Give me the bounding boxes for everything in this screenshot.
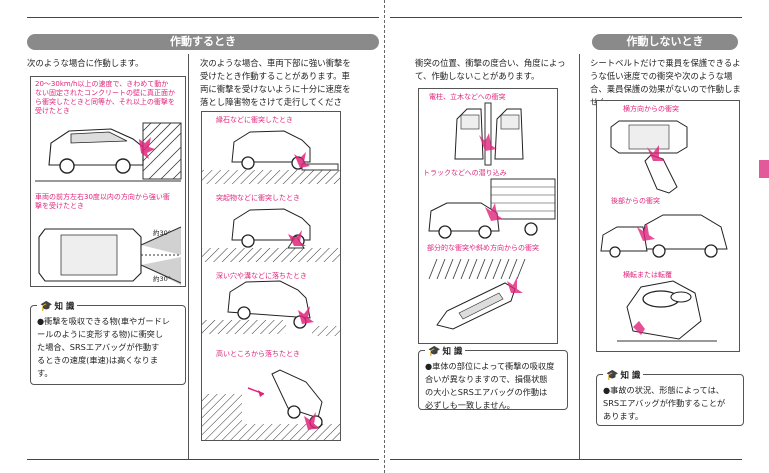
caption-frontal-wall: 20～30km/h以上の速度で、きわめて動かない固定されたコンクリートの壁に真正…	[35, 80, 175, 115]
figure-non-activation-left: 電柱、立木などへの衝突 トラックなどへの潜り込み 部分的な衝突や斜め方向からの衝…	[418, 88, 558, 344]
figure-frontal-collision: 20～30km/h以上の速度で、きわめて動かない固定されたコンクリートの壁に真正…	[30, 76, 186, 287]
graduation-cap-icon: 🎓	[606, 369, 619, 381]
note-box-right-left: 🎓 知 識 ●車体の部位によって衝撃の吸収度 合いが異なりますので、損傷状態 の…	[418, 345, 568, 410]
scenario-label-protrusion: 突起物などに衝突したとき	[216, 194, 300, 202]
graduation-cap-icon: 🎓	[40, 300, 53, 312]
column-divider-left	[188, 54, 189, 459]
caption-side-collision: 横方向からの衝突	[623, 105, 679, 113]
caption-rear-collision: 後部からの衝突	[611, 197, 660, 205]
non-activation-illustrations-right	[600, 120, 728, 342]
figure-non-activation-right: 横方向からの衝突 後部からの衝突 横転または転覆	[596, 100, 740, 352]
intro-text-left: 次のような場合に作動します。	[27, 58, 144, 68]
note-box-left: 🎓 知 識 ●衝撃を吸収できる物(車やガードレ ールのように変形する物)に衝突し…	[30, 300, 186, 385]
note-text: ●事故の状況、形態によっては、 SRSエアバッグが作動することが あります。	[603, 385, 726, 421]
scenario-label-curb: 縁石などに衝突したとき	[216, 116, 293, 124]
note-text: ●衝撃を吸収できる物(車やガードレ ールのように変形する物)に衝突し た場合、S…	[37, 316, 170, 378]
section-header-not-activate: 作動しないとき	[592, 34, 738, 50]
note-header: 🎓 知 識	[37, 300, 78, 312]
note-box-right-right: 🎓 知 識 ●事故の状況、形態によっては、 SRSエアバッグが作動することが あ…	[596, 369, 744, 426]
caption-truck-underride: トラックなどへの潜り込み	[423, 169, 507, 177]
page-fold-divider	[384, 0, 385, 473]
note-header: 🎓 知 識	[603, 369, 644, 381]
caption-pole-collision: 電柱、立木などへの衝突	[429, 93, 506, 101]
figure-undercarriage-impacts: 縁石などに衝突したとき 突起物などに衝突したとき 深い穴や溝などに落ちたとき 高…	[201, 111, 341, 441]
angle-label-bottom: 約30°	[153, 275, 172, 283]
note-header: 🎓 知 識	[425, 345, 466, 357]
bottom-rule-right	[390, 459, 742, 460]
chapter-tab	[759, 160, 769, 178]
caption-angle-impact: 車両の前方左右30度以内の方向から強い衝撃を受けたとき	[35, 193, 170, 210]
section-header-activates: 作動するとき	[27, 34, 379, 50]
angle-label-top: 約30°	[153, 229, 172, 237]
bottom-rule-left	[27, 459, 379, 460]
top-view-angle-illustration	[38, 226, 182, 285]
note-text: ●車体の部位によって衝撃の吸収度 合いが異なりますので、損傷状態 の大小とSRS…	[425, 361, 555, 410]
caption-rollover: 横転または転覆	[623, 271, 672, 279]
frontal-crash-illustration	[35, 122, 182, 182]
column-divider-right	[579, 54, 580, 459]
scenario-illustrations	[202, 130, 340, 440]
top-rule-right	[390, 17, 742, 18]
graduation-cap-icon: 🎓	[428, 345, 441, 357]
scenario-label-ditch: 深い穴や溝などに落ちたとき	[216, 272, 307, 280]
scenario-label-fall: 高いところから落ちたとき	[216, 350, 300, 358]
top-rule-left	[27, 17, 379, 18]
non-activation-illustrations-left	[428, 102, 556, 330]
intro-text-right-left: 衝突の位置、衝撃の度合い、角度によって、作動しないことがあります。	[415, 58, 566, 81]
caption-partial-collision: 部分的な衝突や斜め方向からの衝突	[427, 244, 539, 252]
